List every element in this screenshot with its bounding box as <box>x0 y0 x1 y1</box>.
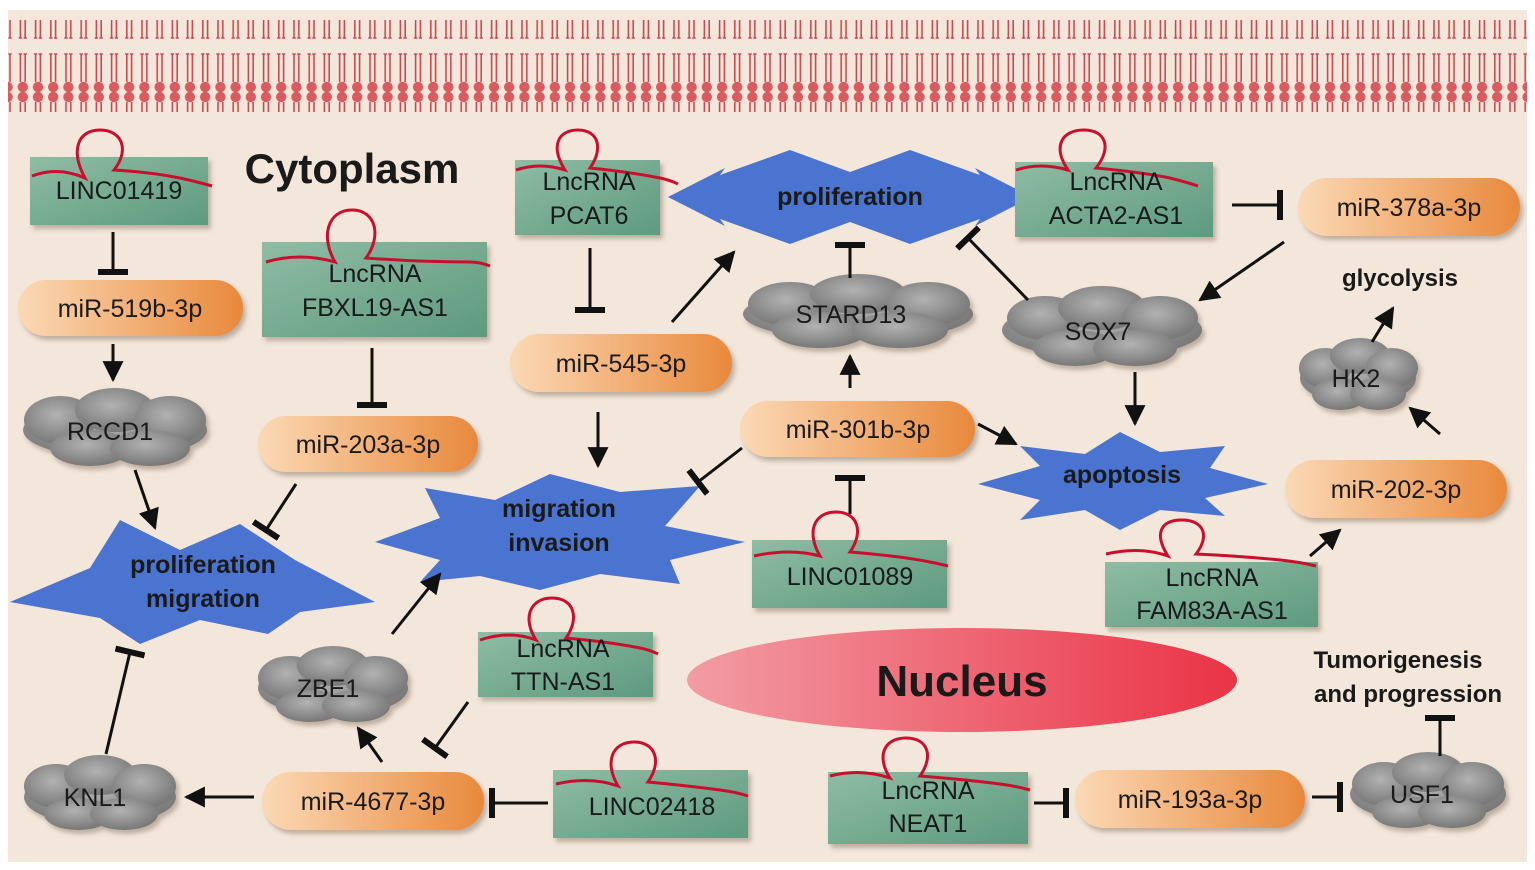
mir-378a-label: miR-378a-3p <box>1337 194 1482 222</box>
process-apoptosis: apoptosis <box>978 432 1268 530</box>
mir-301b-label: miR-301b-3p <box>786 416 931 444</box>
mirna-mir-545-3p: miR-545-3p <box>510 334 732 392</box>
acta2-label-1: LncRNA <box>1069 168 1162 196</box>
mirna-mir-301b-3p: miR-301b-3p <box>740 401 975 457</box>
linc02418-label: LINC02418 <box>589 793 715 821</box>
edges <box>98 190 1455 818</box>
rna-strand-icon <box>829 736 1031 792</box>
tumorigenesis-label-1: Tumorigenesis <box>1314 647 1483 674</box>
fam83a-label-1: LncRNA <box>1165 564 1258 592</box>
lncrna-linc01419: LINC01419 <box>30 128 213 225</box>
lncrna-neat1: LncRNA NEAT1 <box>828 736 1031 844</box>
rna-strand-icon <box>753 510 949 568</box>
lncrna-ttn-as1: LncRNA TTN-AS1 <box>478 596 659 697</box>
edge-mir378a-to-sox7 <box>1198 240 1285 302</box>
nucleus-shape <box>687 628 1237 732</box>
protein-hk2 <box>1299 338 1418 410</box>
rna-strand-icon <box>31 128 213 188</box>
rna-strand-icon <box>1015 128 1199 188</box>
edge-mir301b-to-apoptosis <box>977 422 1018 446</box>
rna-strand-icon <box>265 208 491 268</box>
mir-519b-label: miR-519b-3p <box>58 295 203 323</box>
edge-sox7-inhibits-proliferation <box>955 225 1030 302</box>
lncrna-linc01089: LINC01089 <box>752 510 949 608</box>
process-proliferation-migration: proliferation migration <box>10 520 375 644</box>
cytoplasm-label: Cytoplasm <box>245 145 460 192</box>
mirna-mir-378a-3p: miR-378a-3p <box>1298 178 1520 236</box>
lncrna-linc02418: LINC02418 <box>553 740 749 838</box>
fbxl19-label-1: LncRNA <box>328 260 421 288</box>
pcat6-label-1: LncRNA <box>542 168 635 196</box>
protein-knl1 <box>24 755 176 830</box>
prolif-mig-label-1: proliferation <box>130 551 276 579</box>
mir-193a-label: miR-193a-3p <box>1118 786 1263 814</box>
proliferation-top-label: proliferation <box>777 183 923 211</box>
process-migration-invasion: migration invasion <box>375 474 745 590</box>
lncrna-fam83a-as1: LncRNA FAM83A-AS1 <box>1105 518 1318 627</box>
protein-zbe1 <box>258 646 408 722</box>
mir-545-label: miR-545-3p <box>556 350 687 378</box>
linc01419-label: LINC01419 <box>56 177 182 205</box>
process-proliferation-top: proliferation <box>668 150 1032 244</box>
prolif-mig-label-2: migration <box>146 585 260 613</box>
knl1-label: KNL1 <box>64 784 127 812</box>
protein-usf1 <box>1350 752 1506 828</box>
mirna-mir-519b-3p: miR-519b-3p <box>18 280 243 336</box>
neat1-label-1: LncRNA <box>881 777 974 805</box>
lncrna-fbxl19-as1: LncRNA FBXL19-AS1 <box>262 208 491 337</box>
ttn-label-2: TTN-AS1 <box>511 668 615 696</box>
mig-inv-label-2: invasion <box>508 529 609 557</box>
rna-strand-icon <box>555 740 749 798</box>
fam83a-label-2: FAM83A-AS1 <box>1136 597 1287 625</box>
edge-mir4677-to-zbe1 <box>356 726 384 763</box>
mirna-mir-193a-3p: miR-193a-3p <box>1075 770 1305 828</box>
protein-stard13 <box>743 274 973 348</box>
rccd1-label: RCCD1 <box>67 418 153 446</box>
lncrna-acta2-as1: LncRNA ACTA2-AS1 <box>1015 128 1213 237</box>
edge-mir202-to-hk2 <box>1408 406 1441 436</box>
ttn-label-1: LncRNA <box>516 635 609 663</box>
rna-strand-icon <box>479 596 659 656</box>
mig-inv-label-1: migration <box>502 495 616 523</box>
mirna-mir-4677-3p: miR-4677-3p <box>262 772 484 830</box>
mirna-mir-203a-3p: miR-203a-3p <box>258 416 478 472</box>
stard13-label: STARD13 <box>796 301 907 329</box>
usf1-label: USF1 <box>1390 781 1454 809</box>
edge-zbe1-to-mig-inv <box>390 572 442 635</box>
edge-mir545-to-proliferation <box>670 250 736 323</box>
mir-203a-label: miR-203a-3p <box>296 431 441 459</box>
edge-mir203a-inhibits-prolif-mig <box>251 483 298 541</box>
mir-4677-label: miR-4677-3p <box>301 788 446 816</box>
tumorigenesis-label-2: and progression <box>1314 681 1502 708</box>
glycolysis-label: glycolysis <box>1342 265 1458 292</box>
edge-fam83a-to-mir202 <box>1309 528 1342 558</box>
acta2-label-2: ACTA2-AS1 <box>1049 202 1183 230</box>
pcat6-label-2: PCAT6 <box>550 202 629 230</box>
protein-sox7 <box>1002 286 1202 366</box>
hk2-label: HK2 <box>1332 365 1381 393</box>
mir-202-label: miR-202-3p <box>1331 476 1462 504</box>
neat1-label-2: NEAT1 <box>889 810 968 838</box>
cell-membrane <box>8 20 1527 112</box>
mirna-mir-202-3p: miR-202-3p <box>1285 460 1507 518</box>
fbxl19-label-2: FBXL19-AS1 <box>302 294 448 322</box>
nucleus-label: Nucleus <box>876 657 1047 706</box>
edge-mir301b-inhibits-mig-inv <box>686 446 743 496</box>
edge-rccd1-to-prolif-mig <box>133 469 159 530</box>
protein-rccd1 <box>23 388 207 466</box>
edge-knl1-inhibits-prolif-mig <box>104 645 146 755</box>
rna-strand-icon <box>1105 518 1317 568</box>
apoptosis-label: apoptosis <box>1063 461 1181 489</box>
sox7-label: SOX7 <box>1065 318 1132 346</box>
edge-hk2-to-glycolysis <box>1370 306 1395 343</box>
edge-ttn-inhibits-mir4677 <box>421 701 470 760</box>
zbe1-label: ZBE1 <box>297 675 360 703</box>
linc01089-label: LINC01089 <box>787 563 913 591</box>
rna-strand-icon <box>515 128 679 186</box>
lncrna-pcat6: LncRNA PCAT6 <box>515 128 679 235</box>
